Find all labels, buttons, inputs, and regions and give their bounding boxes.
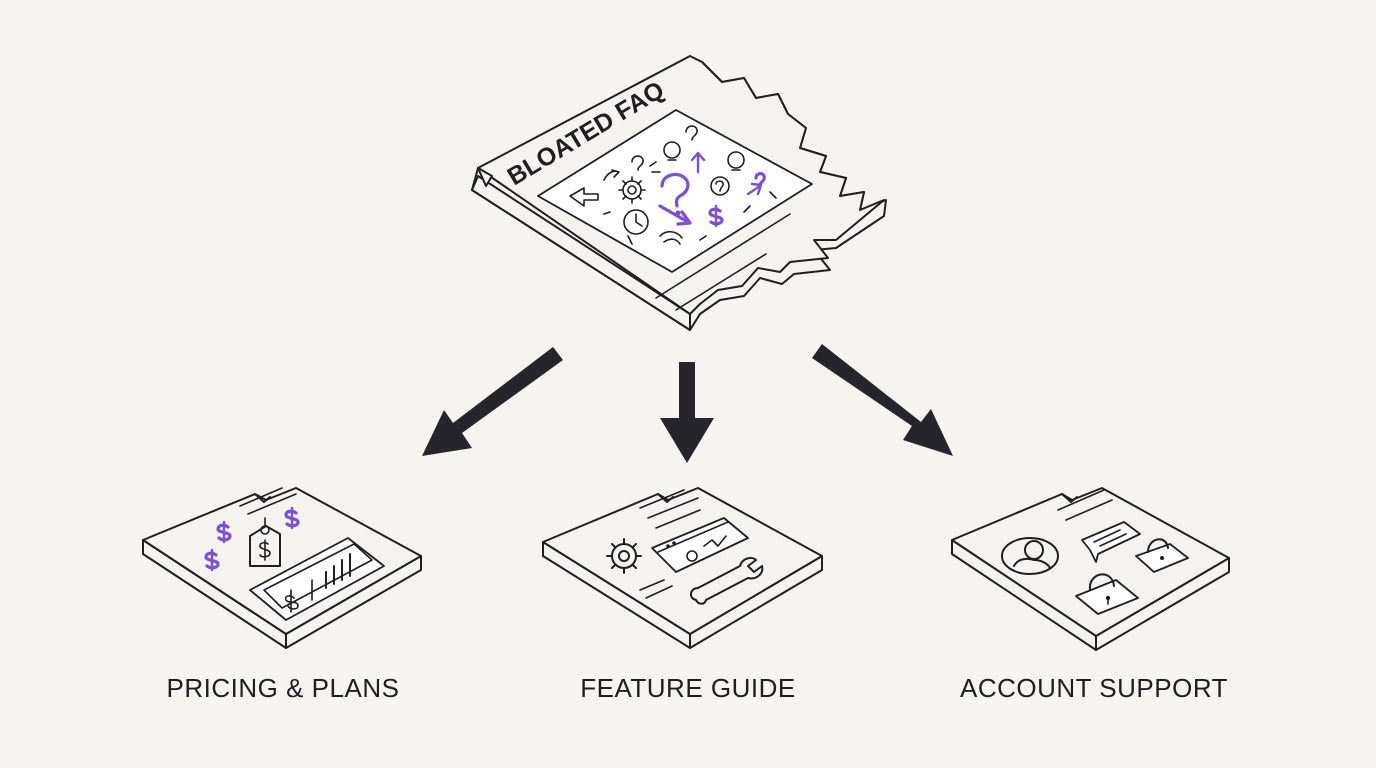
gear-icon: [618, 176, 646, 204]
account-support-document: [951, 487, 1230, 651]
feature-guide-document: [542, 487, 823, 649]
bloated-faq-document: BLOATED FAQ: [471, 55, 887, 331]
faq-content-panel: [537, 109, 813, 273]
chat-question-icon: [631, 125, 730, 196]
pricing-plans-document: [142, 487, 422, 649]
gear-icon: [606, 538, 642, 574]
lightbulb-icon: [663, 141, 745, 171]
split-arrows: [422, 344, 953, 463]
pricing-plans-label: PRICING & PLANS: [166, 673, 400, 703]
user-avatar-icon: [1001, 537, 1059, 575]
arrow-left: [422, 347, 563, 456]
clock-icon: [623, 209, 649, 235]
account-support-label: ACCOUNT SUPPORT: [959, 673, 1229, 703]
browser-window-icon: [651, 517, 749, 573]
price-tag-icon: [249, 517, 281, 567]
padlock-icon: [1075, 573, 1139, 615]
chat-bubble-icon: [1081, 521, 1141, 563]
down-arrow-icon: [658, 204, 692, 226]
arrows-icon: [569, 151, 766, 245]
padlock-icon: [1135, 538, 1189, 573]
arrow-right: [812, 344, 953, 456]
wrench-icon: [690, 557, 764, 605]
feature-guide-label: FEATURE GUIDE: [580, 673, 796, 703]
bar-chart-icon: [284, 553, 351, 613]
arrow-center: [660, 362, 714, 463]
